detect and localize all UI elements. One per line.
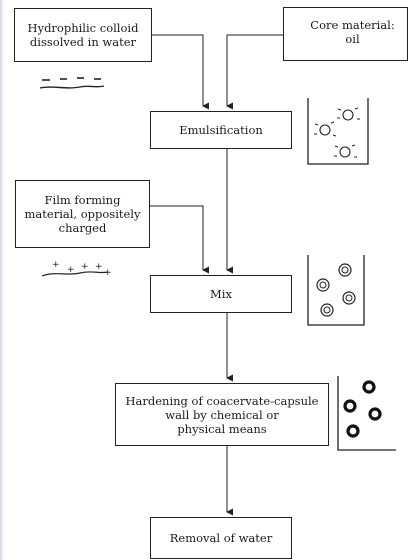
hydrophilic-colloid-box: Hydrophilic colloid dissolved in water	[14, 8, 152, 62]
svg-text:+: +	[52, 260, 60, 270]
emulsification-box: Emulsification	[150, 111, 292, 149]
connector-hydrophilic-to-emulsification	[152, 34, 209, 110]
mix-box: Mix	[150, 275, 292, 313]
svg-text:+: +	[95, 262, 103, 272]
positive-charge-film-sketch: + + + + +	[41, 260, 112, 278]
connector-film-to-mix	[150, 205, 209, 274]
svg-text:+: +	[67, 265, 75, 275]
svg-text:+: +	[104, 268, 112, 278]
film-forming-material-box: Film forming material, oppositely charge…	[15, 180, 150, 248]
hardening-box: Hardening of coacervate-capsule wall by …	[115, 383, 329, 446]
hardened-capsules-beaker-sketch	[337, 376, 396, 451]
svg-text:+: +	[81, 262, 89, 272]
mix-beaker-sketch	[307, 255, 365, 326]
connector-core-to-emulsification	[226, 34, 283, 110]
removal-of-water-box: Removal of water	[150, 517, 292, 559]
core-material-box: Core material: oil	[283, 7, 408, 61]
emulsion-beaker-sketch	[307, 98, 369, 165]
scan-edge-shading	[0, 0, 4, 560]
negative-charge-colloid-sketch	[39, 77, 105, 89]
